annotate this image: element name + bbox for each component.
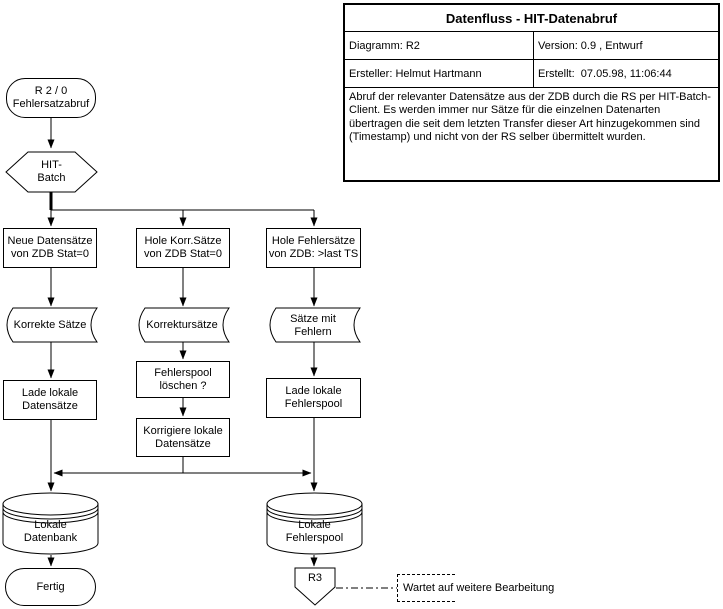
- cylinder-lokale-datenbank-shape[interactable]: [2, 492, 99, 555]
- label-korrekte-saetze: Korrekte Sätze: [13, 319, 87, 331]
- cylinder-lokale-fehlerspool-shape[interactable]: [266, 492, 363, 555]
- node-neue-datensaetze[interactable]: Neue Datensätze von ZDB Stat=0: [3, 228, 97, 268]
- field-diagramm: Diagramm: R2: [345, 32, 534, 59]
- stored-data-korrekte-saetze-shape[interactable]: [6, 307, 98, 343]
- node-lade-lokale-fehlerspool[interactable]: Lade lokale Fehlerspool: [266, 378, 361, 418]
- field-ersteller: Ersteller: Helmut Hartmann: [345, 60, 534, 87]
- stored-data-saetze-mit-fehlern-shape[interactable]: [269, 307, 361, 343]
- node-fehlerspool-loeschen[interactable]: Fehlerspool löschen ?: [136, 361, 230, 398]
- field-erstellt: Erstellt: 07.05.98, 11:06:44: [538, 67, 672, 80]
- title-block: Datenfluss - HIT-Datenabruf Diagramm: R2…: [343, 3, 720, 182]
- label-lokale-fehlerspool: Lokale Fehlerspool: [285, 519, 344, 544]
- node-hole-fehlersaetze[interactable]: Hole Fehlersätze von ZDB: >last TS: [266, 228, 361, 268]
- connectors: [47, 118, 397, 589]
- node-hole-korr-saetze[interactable]: Hole Korr.Sätze von ZDB Stat=0: [136, 228, 230, 268]
- annotation-box: [397, 574, 455, 602]
- label-r3: R3: [307, 571, 323, 584]
- label-saetze-mit-fehlern: Sätze mit Fehlern: [290, 312, 336, 338]
- label-lokale-datenbank: Lokale Datenbank: [23, 519, 78, 544]
- label-korrektursaetze: Korrektursätze: [146, 319, 218, 331]
- node-start-label: R 2 / 0 Fehlersatzabruf: [12, 85, 90, 110]
- node-lade-lokale-datensaetze[interactable]: Lade lokale Datensätze: [3, 380, 97, 420]
- node-start-terminator[interactable]: R 2 / 0 Fehlersatzabruf: [6, 78, 96, 118]
- node-fertig-terminator[interactable]: Fertig: [5, 568, 96, 606]
- node-hit-batch-label: HIT- Batch: [37, 159, 66, 184]
- hexagon-hit-batch-shape[interactable]: [5, 151, 98, 193]
- title-block-title: Datenfluss - HIT-Datenabruf: [345, 5, 718, 32]
- field-version: Version: 0.9 , Entwurf: [538, 39, 643, 52]
- annotation-wartet: Wartet auf weitere Bearbeitung: [403, 582, 555, 594]
- stored-data-korrektursaetze-shape[interactable]: [138, 307, 230, 343]
- description-text: Abruf der relevanter Datensätze aus der …: [349, 91, 711, 144]
- node-korrigiere-lokale-datensaetze[interactable]: Korrigiere lokale Datensätze: [136, 418, 230, 457]
- offpage-connector-r3-shape[interactable]: [294, 567, 336, 606]
